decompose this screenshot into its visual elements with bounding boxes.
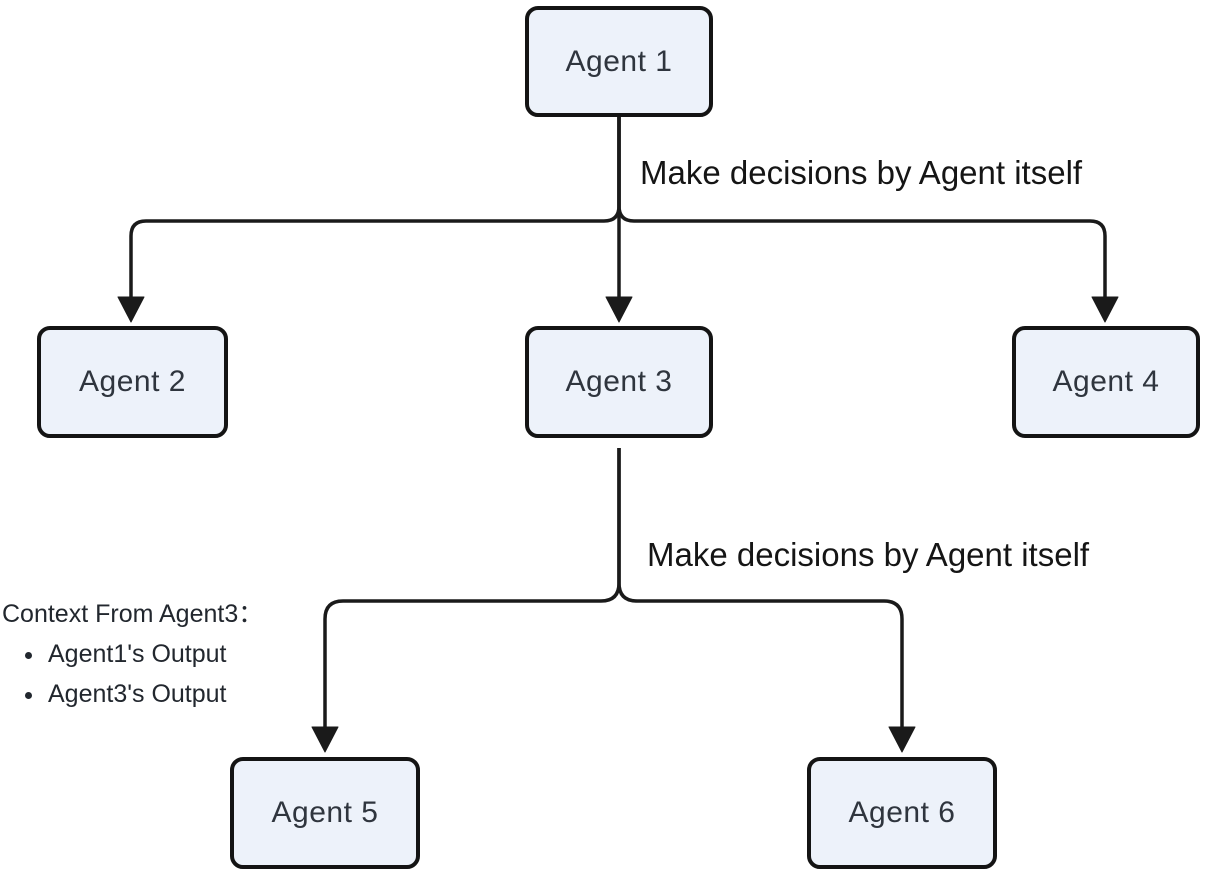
edge-label-bottom: Make decisions by Agent itself [641,533,1096,577]
note-item: Agent3's Output [46,674,263,714]
node-agent-4-label: Agent 4 [1052,365,1160,398]
context-note-list: Agent1's Output Agent3's Output [30,634,263,714]
node-agent-5-label: Agent 5 [271,796,379,829]
node-agent-3: Agent 3 [525,326,713,438]
context-note-title: Context From Agent3： [2,600,264,628]
edge-agent3-agent6 [617,448,904,727]
arrowhead-agent2 [117,296,145,323]
note-item: Agent1's Output [46,634,263,674]
node-agent-3-label: Agent 3 [565,365,673,398]
node-agent-6-label: Agent 6 [848,796,956,829]
node-agent-1: Agent 1 [525,6,713,117]
node-agent-4: Agent 4 [1012,326,1200,438]
edge-label-top: Make decisions by Agent itself [634,151,1089,195]
node-agent-6: Agent 6 [807,757,997,869]
arrowhead-agent4 [1091,296,1119,323]
node-agent-2-label: Agent 2 [79,365,186,398]
arrowhead-agent6 [888,726,916,753]
arrowhead-agent3 [605,296,633,323]
edge-agent1-agent2 [129,117,621,297]
arrowhead-agent5 [311,726,339,753]
node-agent-1-label: Agent 1 [565,44,673,78]
node-agent-2: Agent 2 [37,326,228,438]
node-agent-5: Agent 5 [230,757,420,869]
edge-agent1-agent4 [617,117,1107,297]
edge-agent3-agent5 [323,448,621,727]
context-note: Context From Agent3： Agent1's Output Age… [0,594,263,714]
